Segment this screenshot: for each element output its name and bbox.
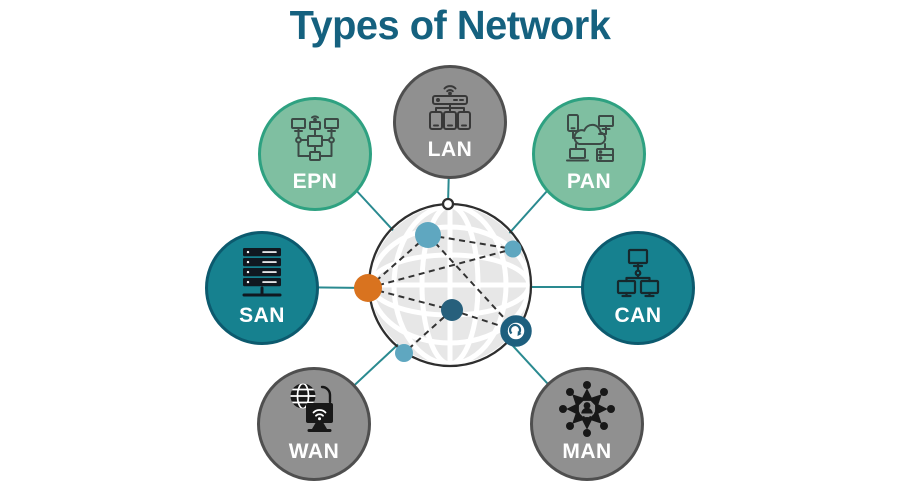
bubble-can: CAN [581, 231, 695, 345]
globe-node-lightblue-large [415, 222, 441, 248]
bubble-label-can: CAN [614, 304, 662, 327]
bubble-label-epn: EPN [292, 170, 338, 193]
bubble-wan: WAN [257, 367, 371, 481]
bubble-label-pan: PAN [566, 170, 612, 193]
bubble-label-san: SAN [239, 304, 285, 327]
cloud-connected-devices-icon [566, 114, 614, 162]
globe-monitor-icon [290, 383, 333, 432]
enterprise-topology-icon [291, 115, 339, 161]
bubble-label-lan: LAN [427, 138, 473, 161]
person-hub-icon [559, 381, 615, 437]
bubble-label-wan: WAN [288, 440, 340, 463]
computer-tree-icon [616, 248, 660, 298]
globe-node-lightblue-right [504, 240, 522, 258]
bubble-man: MAN [530, 367, 644, 481]
globe-node-lightblue-small [395, 344, 413, 362]
bubble-lan: LAN [393, 65, 507, 179]
bubble-label-man: MAN [562, 440, 612, 463]
globe-node-orange [354, 274, 382, 302]
dashed-node-links [367, 234, 517, 354]
page-title: Types of Network [289, 2, 611, 48]
bubble-san: SAN [205, 231, 319, 345]
bubble-epn: EPN [258, 97, 372, 211]
globe-node-ring-share [500, 315, 532, 347]
server-rack-icon [242, 248, 282, 297]
wireless-router-devices-icon [429, 85, 471, 130]
bubble-pan: PAN [532, 97, 646, 211]
globe-network-icon [354, 197, 533, 368]
orbit-top-ring [441, 197, 455, 211]
globe-node-darkblue [441, 299, 463, 321]
